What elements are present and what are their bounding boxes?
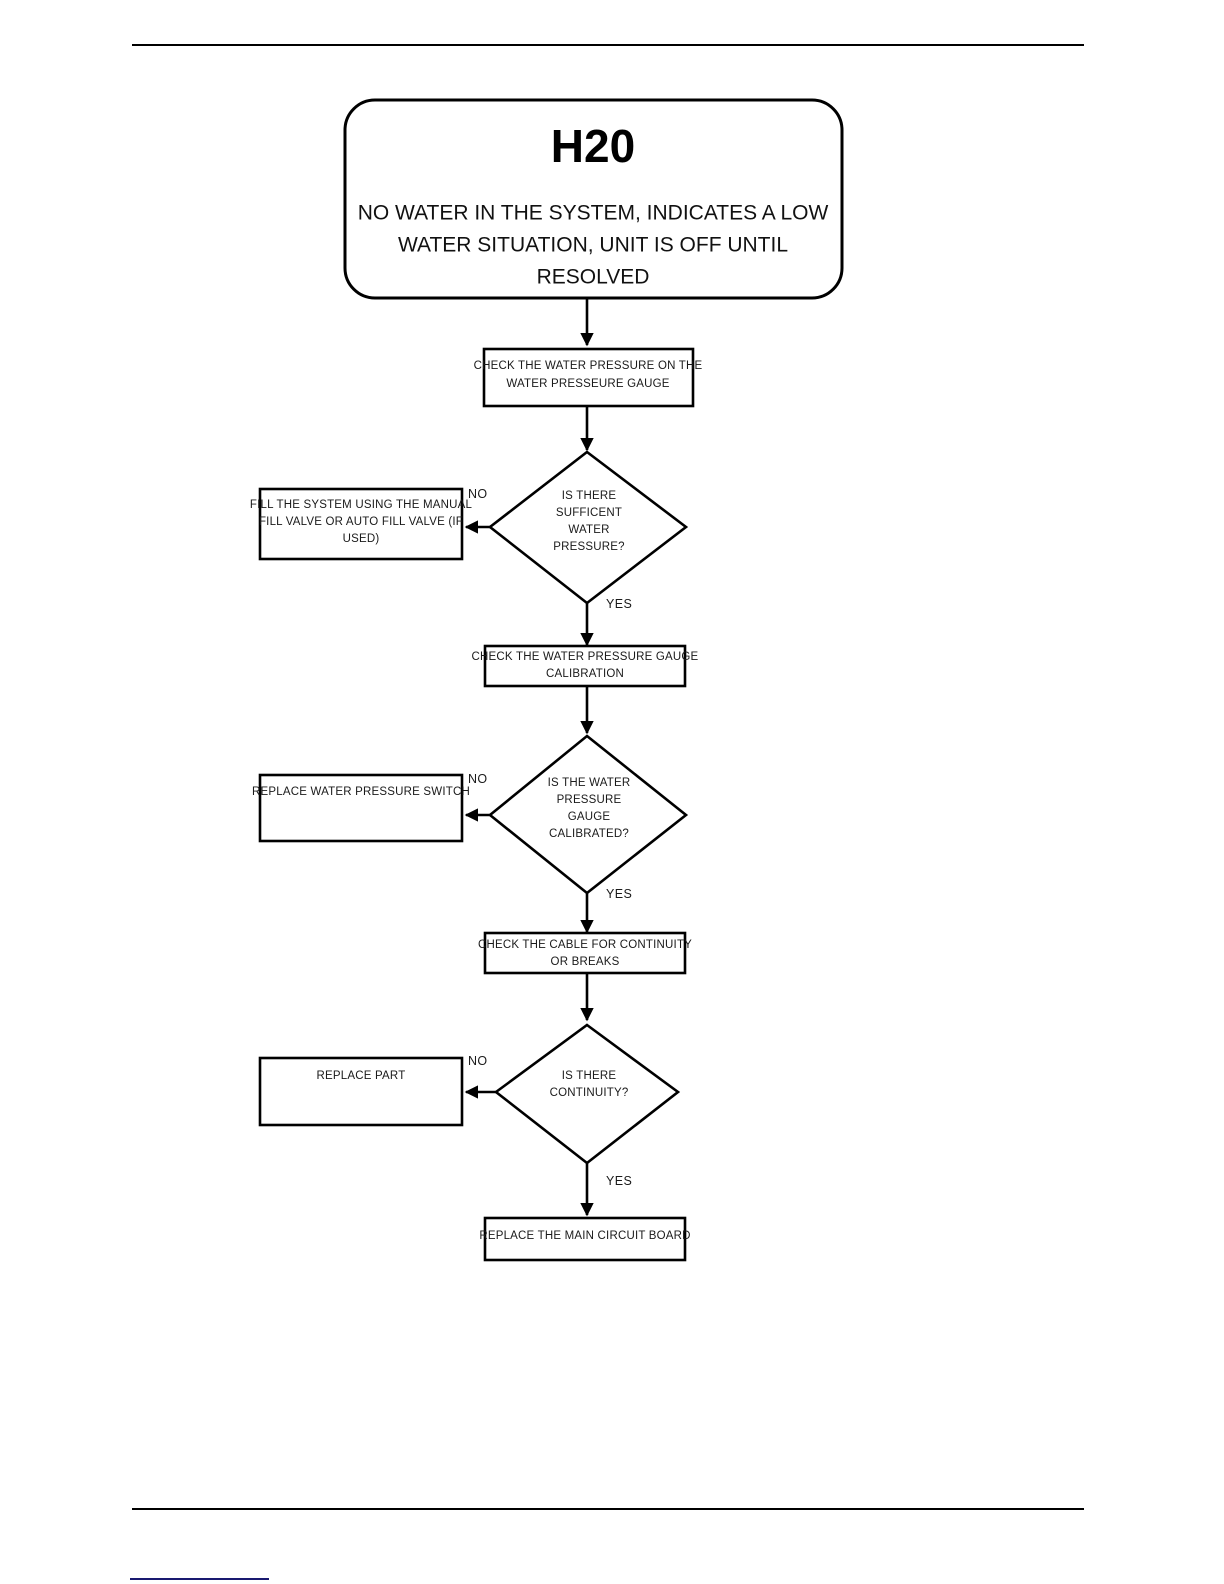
node-action-2: REPLACE WATER PRESSURE SWITCH xyxy=(252,773,470,843)
page-header-rule xyxy=(132,44,1084,46)
action-1-line-3: USED) xyxy=(343,533,380,545)
node-decision-3: IS THERE CONTINUITY? xyxy=(493,1023,681,1165)
node-action-3: REPLACE PART xyxy=(258,1056,464,1127)
process-1-line-2: WATER PRESSEURE GAUGE xyxy=(506,378,669,390)
action-3-line-1: REPLACE PART xyxy=(317,1070,406,1082)
decision-2-line-3: GAUGE xyxy=(568,811,611,823)
edge-label-decision-2-yes: YES xyxy=(606,887,632,901)
edge-label-decision-2-no: NO xyxy=(468,772,488,786)
decision-1-line-2: SUFFICENT xyxy=(556,507,622,519)
node-process-3: CHECK THE CABLE FOR CONTINUITY OR BREAKS xyxy=(478,931,692,975)
edge-label-decision-1-yes: YES xyxy=(606,597,632,611)
node-decision-1: IS THERE SUFFICENT WATER PRESSURE? xyxy=(487,450,689,605)
decision-1-line-3: WATER xyxy=(568,524,609,536)
page-footer-rule xyxy=(132,1508,1084,1510)
process-2-line-1: CHECK THE WATER PRESSURE GAUGE xyxy=(472,651,699,663)
footer-link-underline[interactable] xyxy=(130,1578,269,1580)
action-1-line-2: FILL VALVE OR AUTO FILL VALVE (IF xyxy=(259,516,463,528)
start-desc-line-3: RESOLVED xyxy=(537,266,650,289)
node-process-2: CHECK THE WATER PRESSURE GAUGE CALIBRATI… xyxy=(472,644,699,688)
node-decision-2: IS THE WATER PRESSURE GAUGE CALIBRATED? xyxy=(487,734,689,895)
node-end: REPLACE THE MAIN CIRCUIT BOARD xyxy=(479,1216,690,1262)
node-process-1: CHECK THE WATER PRESSURE ON THE WATER PR… xyxy=(474,347,703,408)
process-3-line-2: OR BREAKS xyxy=(551,956,620,968)
decision-3-line-2: CONTINUITY? xyxy=(550,1087,629,1099)
decision-2-line-2: PRESSURE xyxy=(557,794,622,806)
process-1-line-1: CHECK THE WATER PRESSURE ON THE xyxy=(474,360,703,372)
edge-label-decision-3-no: NO xyxy=(468,1054,488,1068)
process-2-line-2: CALIBRATION xyxy=(546,668,624,680)
end-line-1: REPLACE THE MAIN CIRCUIT BOARD xyxy=(479,1230,690,1242)
decision-2-line-4: CALIBRATED? xyxy=(549,828,629,840)
start-desc-line-1: NO WATER IN THE SYSTEM, INDICATES A LOW xyxy=(358,202,829,225)
decision-2-line-1: IS THE WATER xyxy=(548,777,631,789)
decision-1-line-1: IS THERE xyxy=(562,490,617,502)
action-2-line-1: REPLACE WATER PRESSURE SWITCH xyxy=(252,786,470,798)
decision-1-line-4: PRESSURE? xyxy=(553,541,624,553)
process-3-line-1: CHECK THE CABLE FOR CONTINUITY xyxy=(478,939,692,951)
node-action-1: FILL THE SYSTEM USING THE MANUAL FILL VA… xyxy=(250,487,473,561)
node-start: H20 NO WATER IN THE SYSTEM, INDICATES A … xyxy=(343,98,844,300)
start-title: H20 xyxy=(551,120,635,172)
action-1-line-1: FILL THE SYSTEM USING THE MANUAL xyxy=(250,499,473,511)
start-desc-line-2: WATER SITUATION, UNIT IS OFF UNTIL xyxy=(398,234,788,257)
edge-label-decision-3-yes: YES xyxy=(606,1174,632,1188)
decision-3-line-1: IS THERE xyxy=(562,1070,617,1082)
edge-label-decision-1-no: NO xyxy=(468,487,488,501)
